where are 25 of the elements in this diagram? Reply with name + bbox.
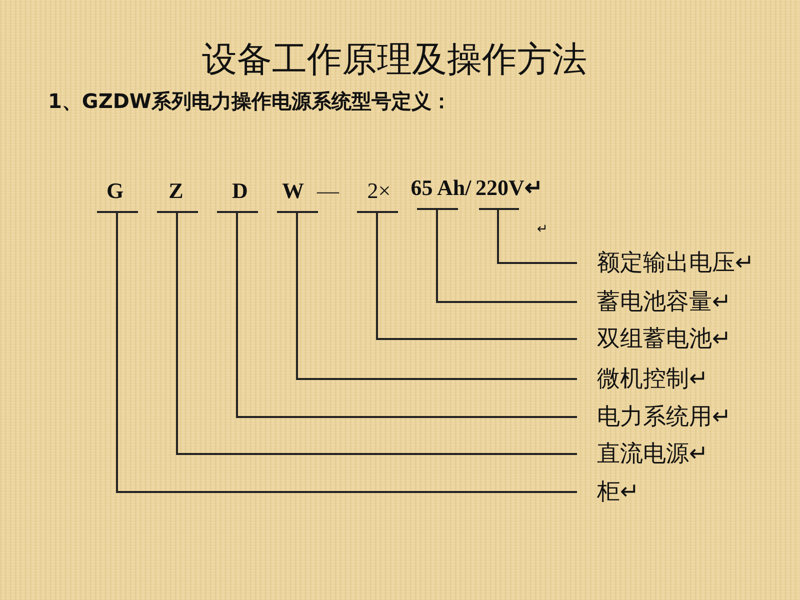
leader-line [416, 208, 578, 303]
code-letter: G [106, 178, 124, 212]
separator-dash: — [317, 178, 339, 205]
code-letter: 2× [367, 178, 391, 212]
return-mark: ↵ [537, 222, 548, 238]
definition-text: 双组蓄电池↵ [577, 323, 732, 355]
code-letter: 220V↵ [476, 175, 542, 209]
code-letter: 65 Ah/ [410, 175, 472, 209]
leader-line [478, 208, 578, 264]
heading-text: 1、GZDW系列电力操作电源系统型号定义： [48, 89, 452, 113]
definition-text: 额定输出电压↵ [577, 247, 754, 279]
definition-text: 柜↵ [577, 476, 640, 508]
definition-text: 直流电源↵ [577, 438, 708, 470]
leader-line [216, 211, 578, 418]
leader-line [96, 211, 578, 493]
leader-line [356, 211, 578, 340]
code-letter: W [282, 178, 304, 212]
title-text: 设备工作原理及操作方法 [202, 40, 587, 80]
definition-text: 电力系统用↵ [577, 401, 732, 433]
leader-line [276, 211, 578, 380]
definition-text: 微机控制↵ [577, 363, 708, 395]
leader-line [156, 211, 578, 455]
definition-text: 蓄电池容量↵ [577, 286, 732, 318]
code-letter: Z [168, 178, 184, 212]
code-letter: D [232, 178, 248, 212]
